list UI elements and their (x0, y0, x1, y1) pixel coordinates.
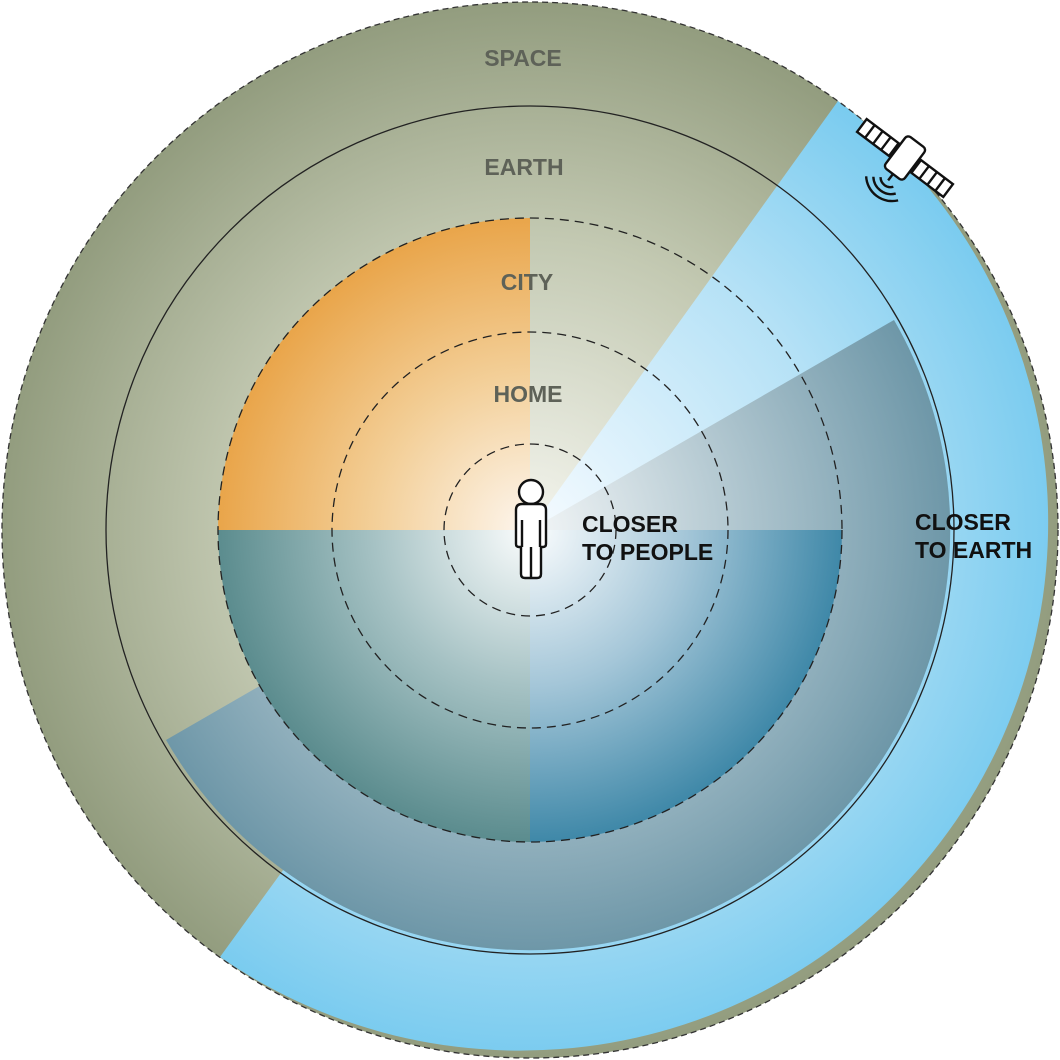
city-sector-teal (218, 530, 530, 842)
city-sector-orange (218, 218, 530, 530)
city-boundary (217, 217, 843, 843)
people-boundary (443, 443, 617, 617)
earth-label: EARTH (484, 154, 563, 180)
person-icon (514, 478, 548, 580)
earth-boundary (105, 105, 955, 955)
home-label: HOME (494, 381, 563, 407)
city-sector-blue (530, 530, 842, 842)
closer-to-people-line1: CLOSER (582, 511, 678, 537)
satellite-icon (855, 117, 955, 203)
space-label: SPACE (484, 45, 562, 71)
closer-to-earth-line1: CLOSER (915, 509, 1011, 535)
home-boundary (331, 331, 729, 729)
closer-to-people-line2: TO PEOPLE (582, 539, 713, 565)
city-label: CITY (501, 269, 553, 295)
closer-to-earth-line2: TO EARTH (915, 537, 1032, 563)
